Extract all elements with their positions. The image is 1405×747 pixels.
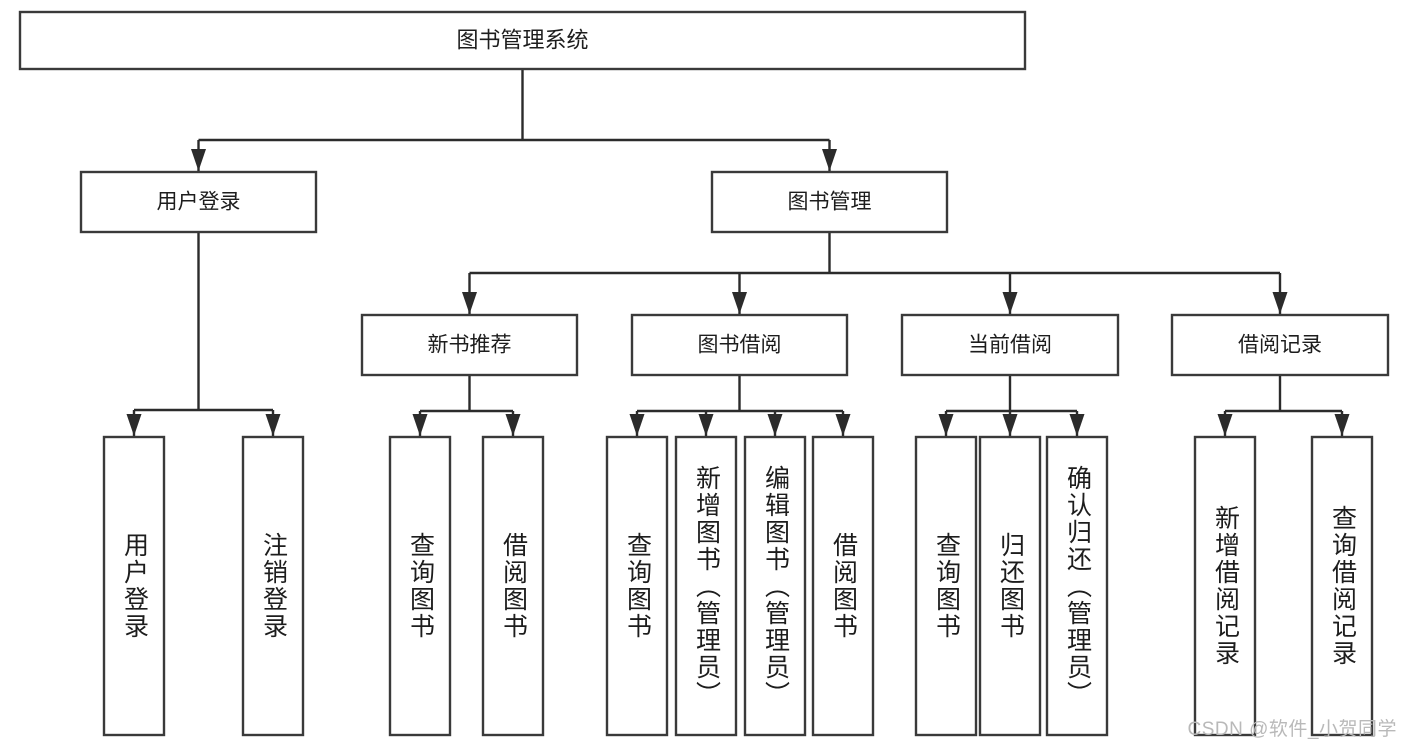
node-box-layer — [18, 10, 1390, 737]
leaf-box-leaf-user-logout[interactable] — [241, 435, 305, 737]
arrow-head-icon — [1069, 414, 1085, 436]
node-current-borrow-label: 当前借阅 — [968, 334, 1052, 357]
node-book-manage[interactable] — [710, 170, 949, 234]
arrow-head-icon — [1217, 414, 1233, 436]
node-book-manage-label: 图书管理 — [788, 191, 872, 214]
connector-layer — [126, 69, 1350, 436]
node-new-book-rec[interactable] — [360, 313, 579, 377]
arrow-head-icon — [1334, 414, 1350, 436]
arrow-head-icon — [629, 414, 645, 436]
leaf-box-leaf-borrow-book-rec[interactable] — [481, 435, 545, 737]
node-current-borrow[interactable] — [900, 313, 1120, 377]
arrow-head-icon — [822, 149, 837, 171]
node-user-login[interactable] — [79, 170, 318, 234]
node-user-login-label: 用户登录 — [157, 191, 241, 214]
node-book-borrow-label: 图书借阅 — [698, 334, 782, 357]
leaf-box-leaf-add-book[interactable] — [674, 435, 738, 737]
arrow-head-icon — [1002, 414, 1018, 436]
leaf-box-leaf-add-record[interactable] — [1193, 435, 1257, 737]
arrow-head-icon — [732, 292, 747, 314]
arrow-head-icon — [462, 292, 477, 314]
arrow-head-icon — [767, 414, 783, 436]
arrow-head-icon — [698, 414, 714, 436]
leaf-box-leaf-return-book[interactable] — [978, 435, 1042, 737]
leaf-box-leaf-query-book-borrow[interactable] — [605, 435, 669, 737]
arrow-head-icon — [412, 414, 428, 436]
arrow-head-icon — [835, 414, 851, 436]
arrow-head-icon — [1272, 292, 1288, 314]
arrow-head-icon — [505, 414, 521, 436]
node-new-book-rec-label: 新书推荐 — [428, 334, 512, 357]
arrow-head-icon — [126, 414, 142, 436]
arrow-head-icon — [265, 414, 281, 436]
leaf-box-leaf-user-login[interactable] — [102, 435, 166, 737]
leaf-box-leaf-query-book-current[interactable] — [914, 435, 978, 737]
node-root-label: 图书管理系统 — [456, 27, 588, 52]
leaf-box-leaf-confirm-return[interactable] — [1045, 435, 1109, 737]
leaf-box-leaf-query-record[interactable] — [1310, 435, 1374, 737]
node-borrow-record-label: 借阅记录 — [1238, 334, 1322, 357]
watermark-text: CSDN @软件_小贺同学 — [1187, 719, 1397, 740]
leaf-box-leaf-edit-book[interactable] — [743, 435, 807, 737]
leaf-box-leaf-query-book-rec[interactable] — [388, 435, 452, 737]
node-book-borrow[interactable] — [630, 313, 849, 377]
arrow-head-icon — [1002, 292, 1018, 314]
node-root[interactable] — [18, 10, 1027, 71]
node-borrow-record[interactable] — [1170, 313, 1390, 377]
leaf-box-leaf-borrow-book[interactable] — [811, 435, 875, 737]
arrow-head-icon — [191, 149, 206, 171]
arrow-head-icon — [938, 414, 954, 436]
